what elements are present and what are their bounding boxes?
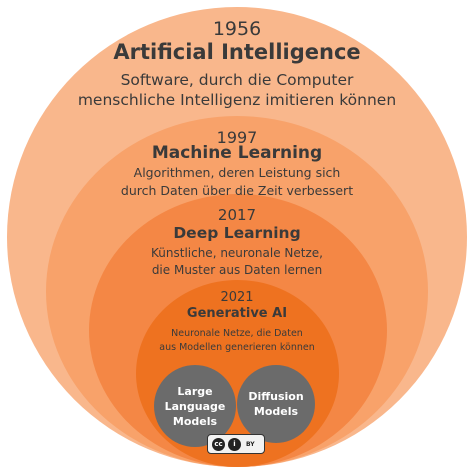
ml-year: 1997 xyxy=(216,128,258,147)
llm-circle xyxy=(154,365,236,447)
ml-description-line: Algorithmen, deren Leistung sich xyxy=(133,165,341,180)
diffusion-label-line: Models xyxy=(253,405,299,418)
ai-title: Artificial Intelligence xyxy=(113,40,361,64)
genai-description-line: Neuronale Netze, die Daten xyxy=(171,328,303,339)
dl-description-line: Künstliche, neuronale Netze, xyxy=(151,246,323,260)
diffusion-circle xyxy=(237,365,315,443)
ai-description-line: menschliche Intelligenz imitieren können xyxy=(77,91,397,109)
dl-description: Künstliche, neuronale Netze, die Muster … xyxy=(0,245,474,279)
genai-title: Generative AI xyxy=(186,306,288,321)
by-attribution-icon: i xyxy=(228,437,241,451)
ai-description: Software, durch die Computer menschliche… xyxy=(0,70,474,110)
llm-label-line: Large xyxy=(177,384,213,398)
ml-description: Algorithmen, deren Leistung sich durch D… xyxy=(0,164,474,200)
dl-year: 2017 xyxy=(217,206,257,224)
genai-description-line: aus Modellen generieren können xyxy=(159,342,315,353)
diffusion-label: Diffusion Models xyxy=(237,365,315,443)
genai-description: Neuronale Netze, die Daten aus Modellen … xyxy=(0,327,474,355)
ml-description-line: durch Daten über die Zeit verbessert xyxy=(120,183,354,198)
llm-label-line: Models xyxy=(172,414,218,428)
ml-title: Machine Learning xyxy=(151,143,323,163)
dl-title: Deep Learning xyxy=(173,224,301,242)
llm-label-line: Language xyxy=(164,399,226,413)
cc-license-badge[interactable]: cc i BY xyxy=(207,434,265,454)
dl-description-line: die Muster aus Daten lernen xyxy=(151,263,323,277)
llm-label: Large Language Models xyxy=(154,365,236,447)
diffusion-label-line: Diffusion xyxy=(248,390,304,403)
ai-description-line: Software, durch die Computer xyxy=(120,71,354,89)
ai-year: 1956 xyxy=(212,18,262,40)
genai-year: 2021 xyxy=(220,290,254,305)
license-label: BY xyxy=(246,440,255,448)
cc-icon: cc xyxy=(212,437,225,451)
